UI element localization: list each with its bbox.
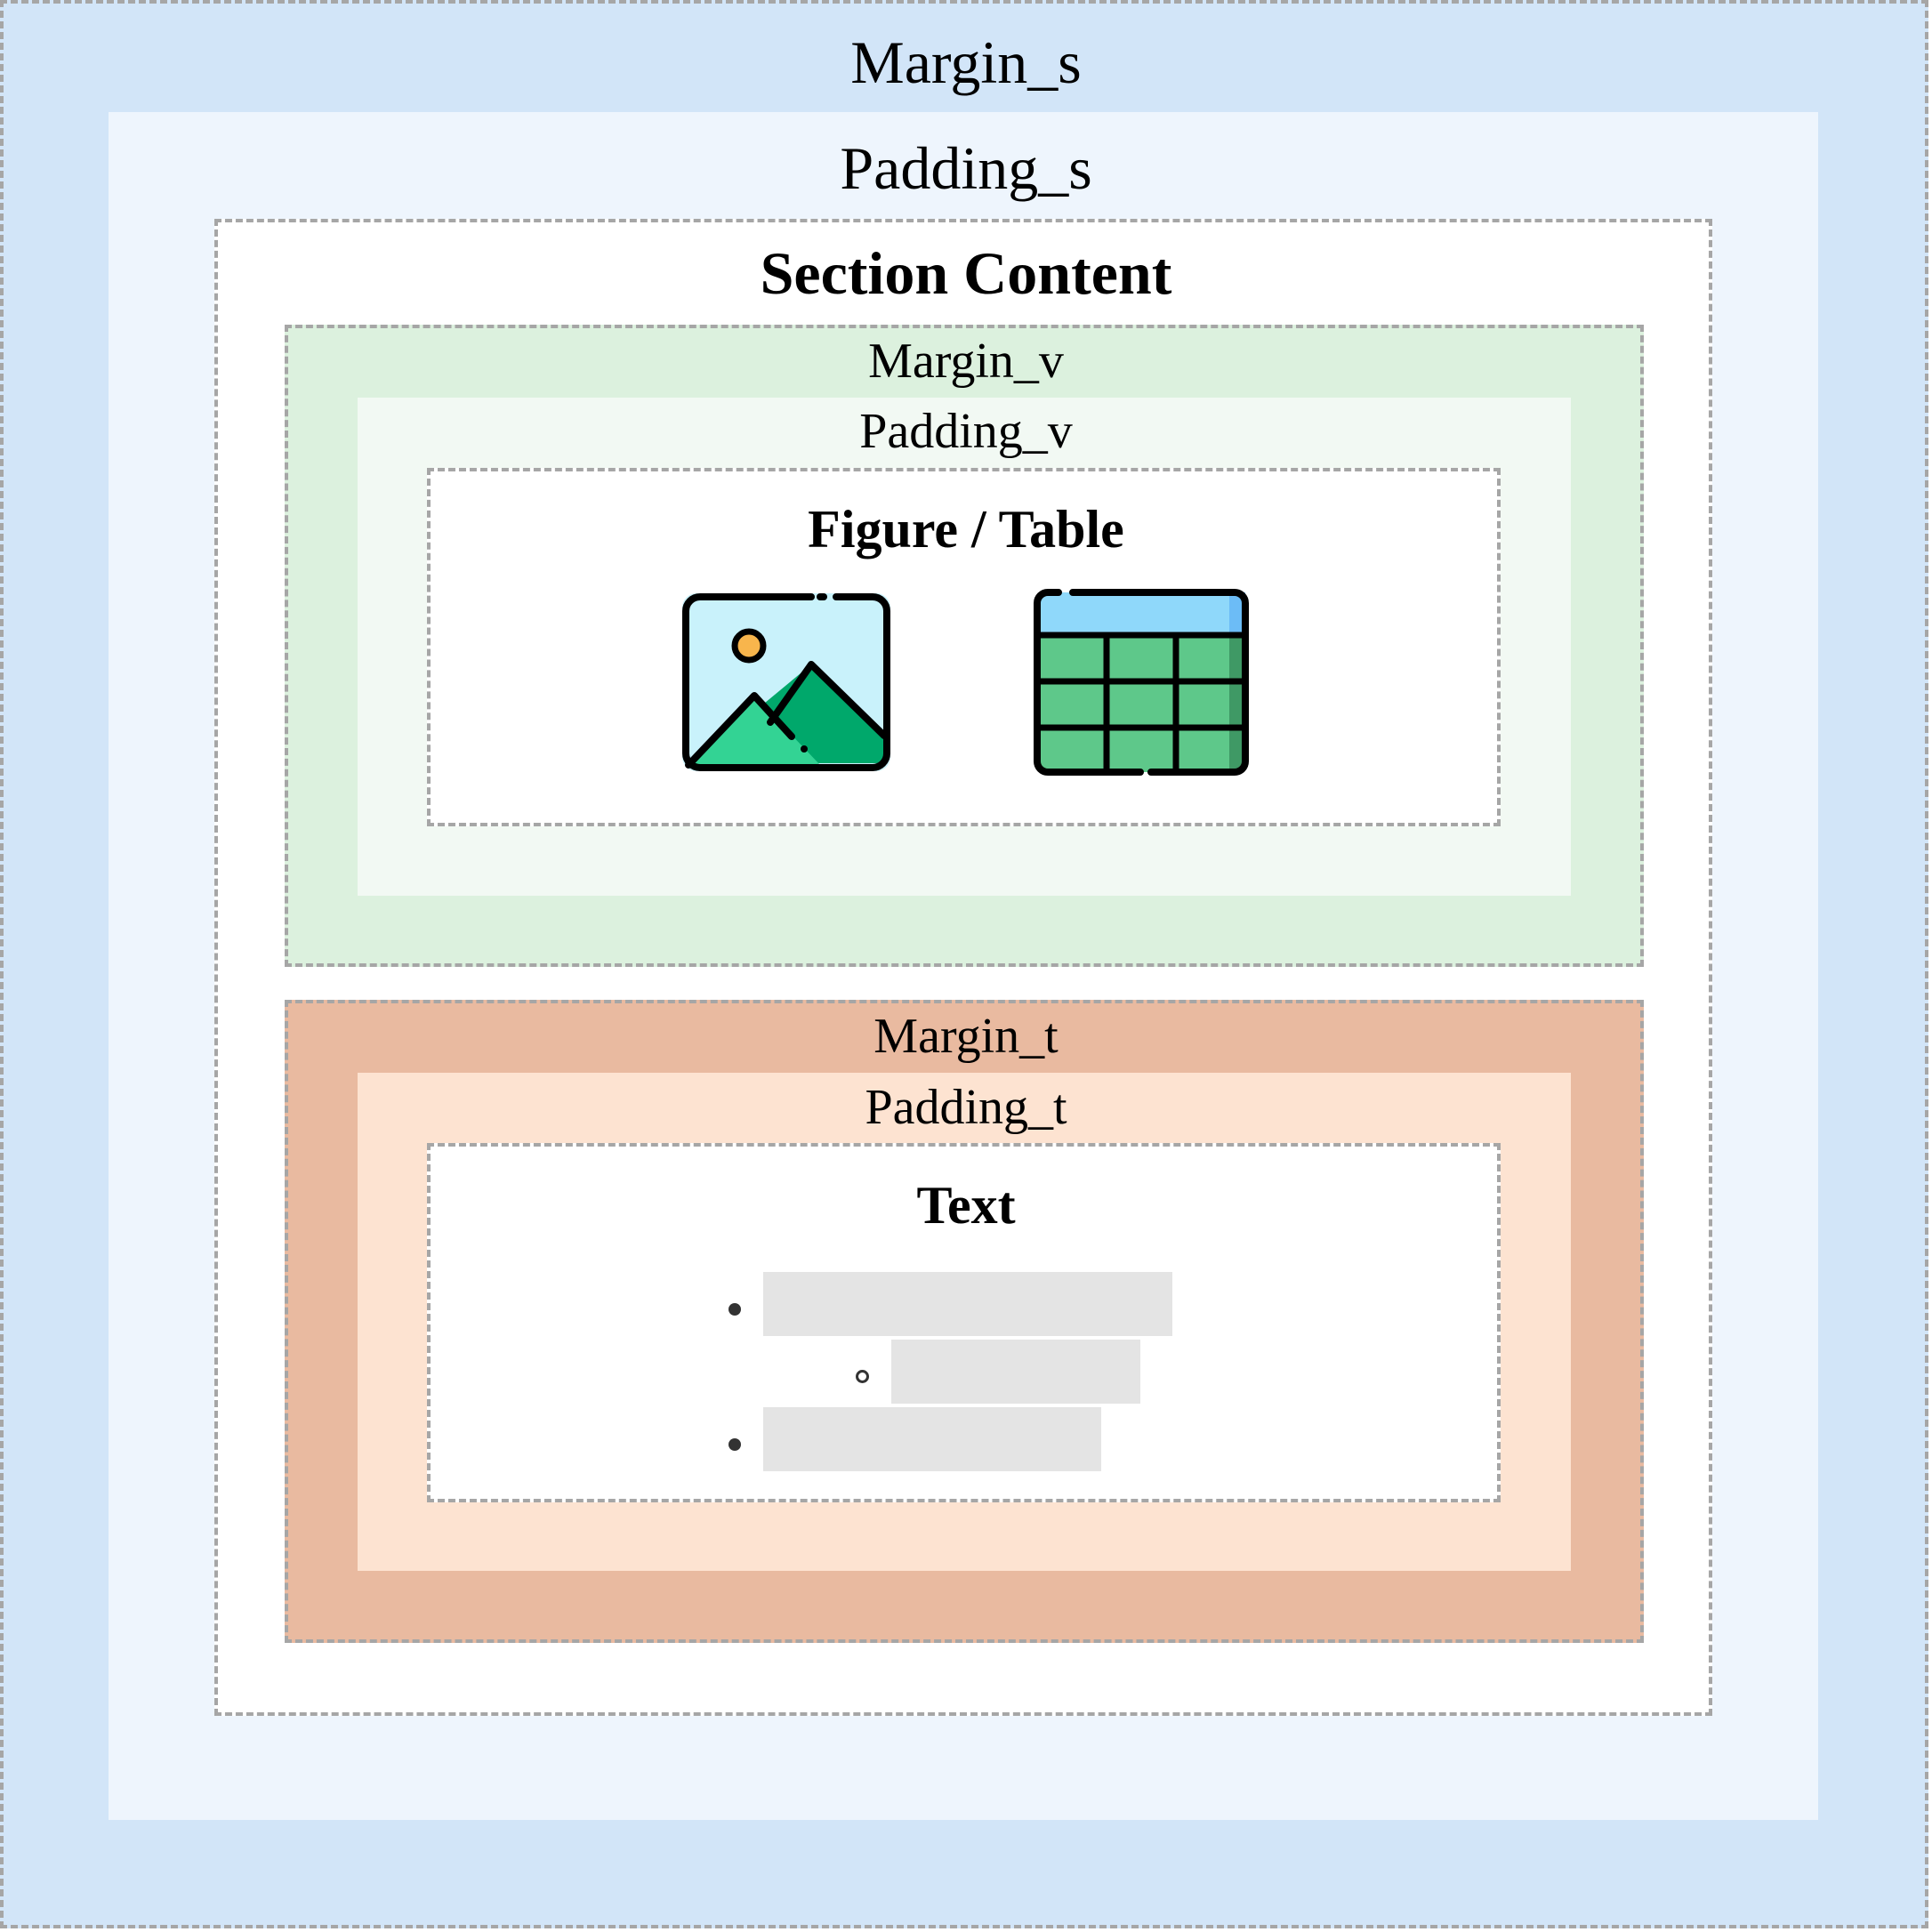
visual-padding-label: Padding_v [859, 404, 1073, 459]
text-content-title: Text [916, 1176, 1016, 1235]
list-bullet-1 [729, 1303, 741, 1316]
image-icon [682, 593, 890, 771]
section-content-title: Section Content [760, 239, 1172, 307]
visual-content-title: Figure / Table [808, 500, 1124, 559]
list-bullet-2 [856, 1370, 869, 1383]
list-item-line-3 [763, 1407, 1101, 1471]
text-padding-label: Padding_t [865, 1080, 1067, 1135]
text-margin-label: Margin_t [873, 1009, 1059, 1064]
section-margin-label: Margin_s [850, 28, 1082, 96]
list-item-line-1 [763, 1272, 1172, 1336]
list-item-line-2 [891, 1340, 1140, 1404]
visual-margin-label: Margin_v [868, 334, 1064, 389]
mountain-front [688, 696, 820, 765]
list-bullet-3 [729, 1438, 741, 1451]
sun [731, 628, 767, 664]
table-icon [1034, 589, 1249, 776]
section-padding-label: Padding_s [840, 134, 1092, 202]
visual-content-box [427, 468, 1501, 826]
